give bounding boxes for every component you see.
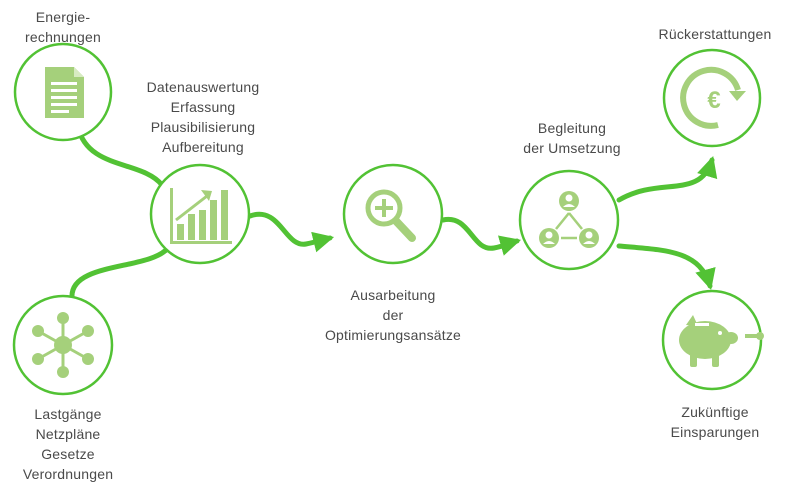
- label-optimization: Ausarbeitung der Optimierungsansätze: [324, 287, 462, 343]
- people-icon: [539, 191, 599, 248]
- node-savings: [661, 289, 764, 391]
- label-refunds: Rückerstattungen: [658, 26, 772, 42]
- connector-bills-to-evaluation: [75, 124, 165, 188]
- connector-evaluation-to-optimization: [247, 211, 335, 253]
- label-energy-bills: Energie- rechnungen: [25, 9, 101, 45]
- label-evaluation: Datenauswertung Erfassung Plausibilisier…: [146, 79, 260, 155]
- connector-implementation-to-savings: [616, 243, 716, 291]
- euro-refund-icon: €: [680, 66, 746, 129]
- node-optimization: [342, 163, 444, 265]
- label-implementation: Begleitung der Umsetzung: [523, 120, 621, 156]
- node-implementation: [518, 169, 620, 271]
- node-refunds: €: [662, 48, 762, 148]
- connector-network-to-evaluation: [69, 245, 171, 299]
- label-load-data: Lastgänge Netzpläne Gesetze Verordnungen: [22, 406, 114, 482]
- bar-chart-icon: [170, 188, 232, 244]
- node-evaluation: [149, 163, 251, 265]
- svg-text:€: €: [707, 87, 720, 114]
- connector-optimization-to-implementation: [440, 216, 522, 256]
- node-energy-bills: [13, 42, 113, 142]
- connector-implementation-to-refunds: [616, 155, 718, 203]
- label-savings: Zukünftige Einsparungen: [670, 404, 760, 440]
- document-icon: [45, 67, 84, 118]
- piggy-bank-icon: [679, 315, 764, 367]
- magnifier-plus-icon: [365, 189, 416, 242]
- node-load-data: [12, 294, 114, 396]
